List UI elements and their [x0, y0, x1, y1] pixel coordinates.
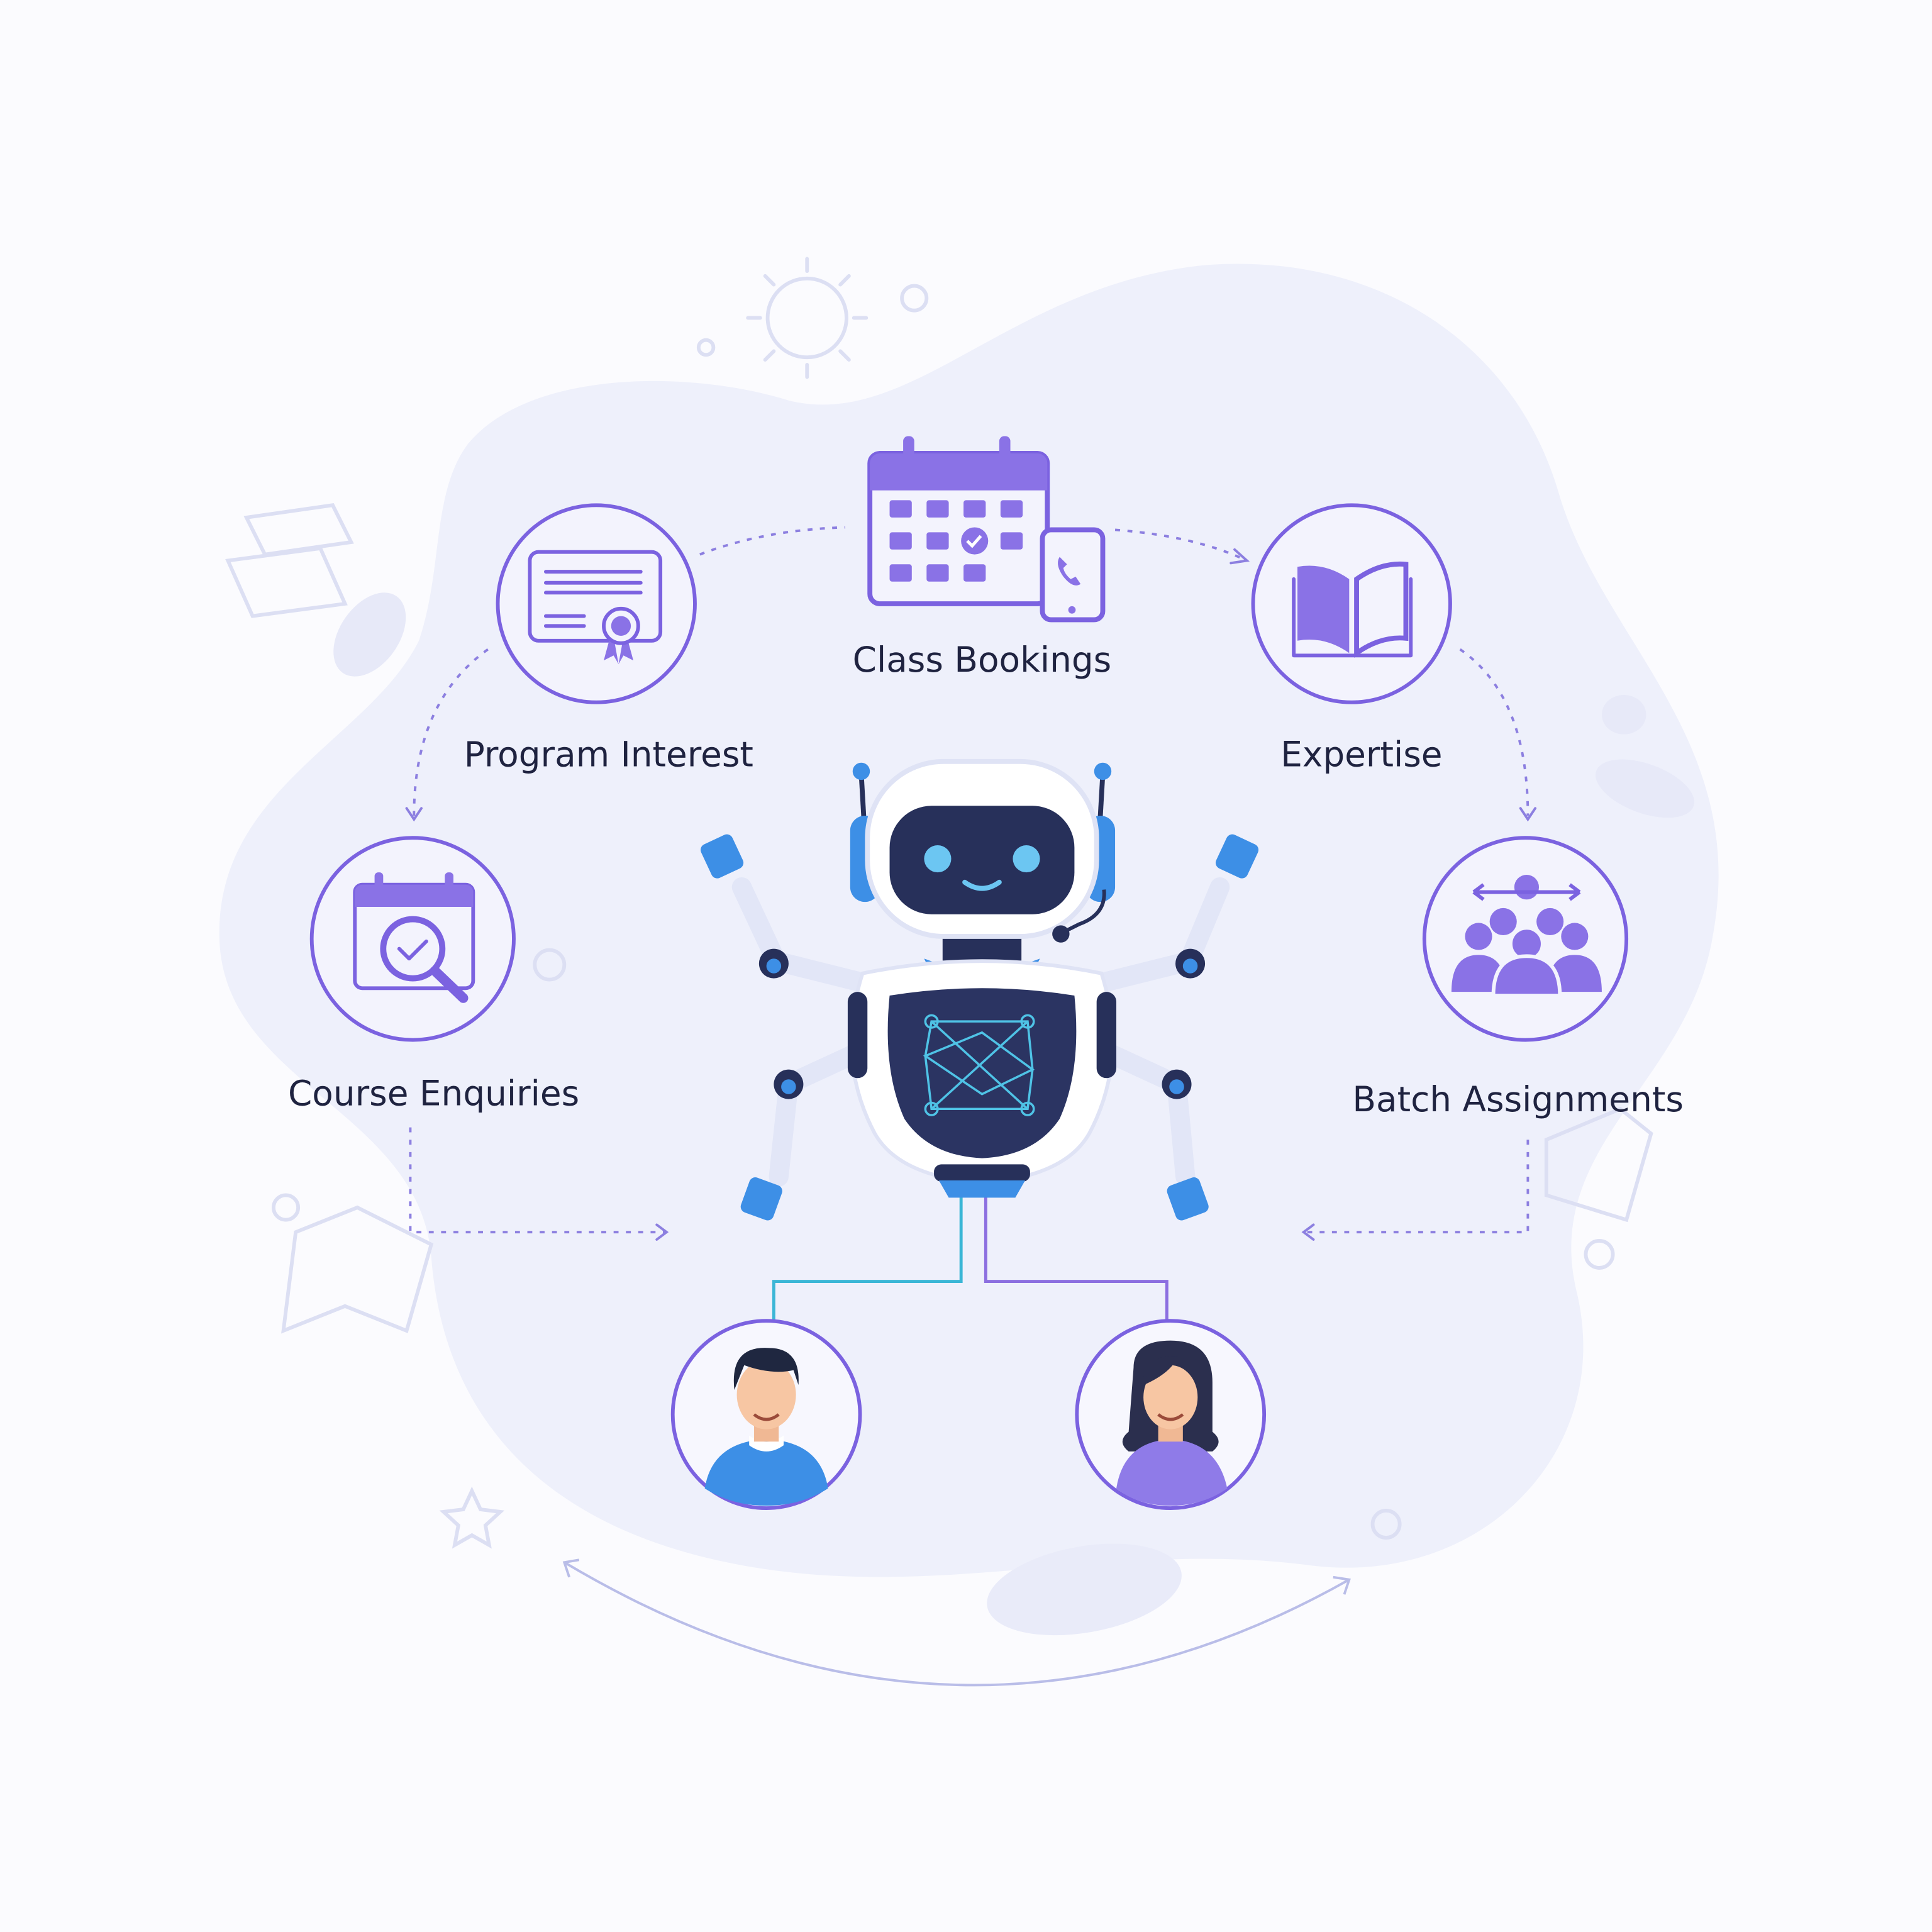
arrowhead-icon — [1301, 1223, 1315, 1241]
blob-decoration — [1601, 694, 1646, 735]
node-label: Course Enquiries — [288, 1073, 579, 1113]
person-male[interactable] — [670, 1319, 862, 1510]
arrowhead-icon — [562, 1558, 1351, 1595]
sun-decoration-icon — [746, 257, 869, 379]
node-label: Expertise — [1280, 735, 1442, 775]
node-class-bookings[interactable]: Class Bookings — [853, 436, 1112, 680]
circle-decoration — [900, 284, 929, 313]
certificate-icon — [528, 550, 663, 664]
cycle-arc — [564, 1561, 1350, 1687]
book-decoration-icon — [225, 503, 1653, 1334]
neural-network-icon — [923, 1014, 1035, 1116]
calendar-phone-icon — [867, 436, 1106, 623]
node-label: Class Bookings — [853, 640, 1112, 680]
connector-to-person-1 — [772, 1195, 963, 1321]
circle-decoration — [1370, 1509, 1402, 1540]
circle-decoration — [1584, 1238, 1615, 1270]
circle-decoration — [272, 1193, 301, 1222]
arrowhead-icon — [1230, 548, 1250, 565]
node-label: Batch Assignments — [1352, 1079, 1684, 1119]
node-label: Program Interest — [464, 735, 753, 775]
node-batch-assignments[interactable]: Batch Assignments — [1352, 836, 1684, 1119]
blob-decoration — [333, 592, 406, 677]
circle-decoration — [533, 948, 567, 982]
arrowhead-icon — [655, 1223, 669, 1241]
female-avatar-icon — [1116, 1340, 1228, 1506]
open-book-icon — [1292, 561, 1413, 658]
calendar-search-icon — [353, 872, 475, 1003]
connector — [413, 648, 489, 816]
connector — [409, 1127, 665, 1234]
arrowhead-icon — [1519, 807, 1537, 822]
node-course-enquiries[interactable]: Course Enquiries — [288, 836, 579, 1113]
male-avatar-icon — [704, 1348, 828, 1506]
connector-to-person-2 — [984, 1195, 1169, 1321]
node-program-interest[interactable]: Program Interest — [464, 503, 753, 775]
node-expertise[interactable]: Expertise — [1251, 503, 1452, 775]
node-ring — [496, 503, 697, 704]
circle-decoration — [696, 338, 716, 357]
star-decoration-icon — [439, 1486, 505, 1549]
arrowhead-icon — [405, 807, 423, 822]
flow-connectors — [405, 526, 1537, 1687]
robot-icon — [701, 758, 1259, 1221]
blob-decoration — [1596, 759, 1694, 818]
node-ring — [1251, 503, 1452, 704]
group-icon — [1451, 875, 1602, 997]
blob-decoration — [987, 1543, 1182, 1636]
person-female[interactable] — [1075, 1319, 1267, 1510]
